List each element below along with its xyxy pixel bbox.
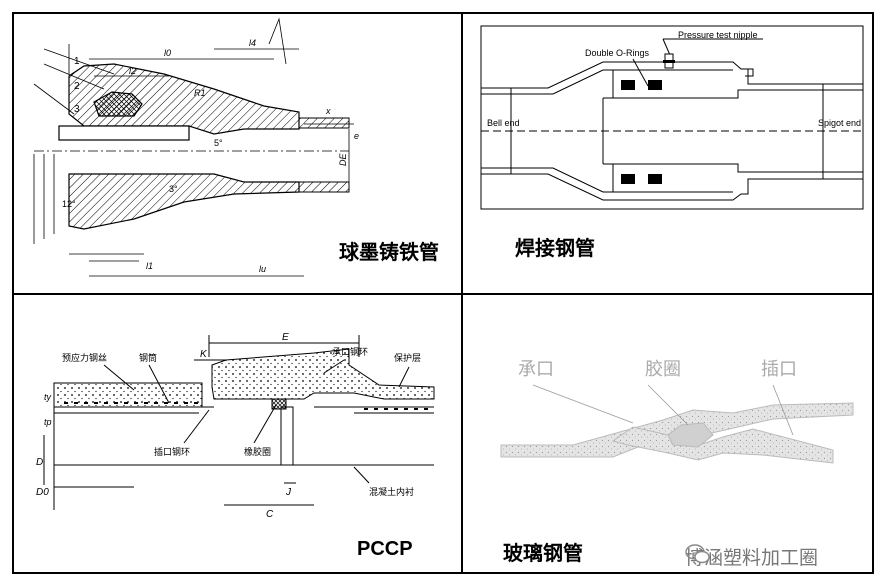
label-e: e <box>354 131 359 141</box>
welded-steel-drawing: Pressure test nipple Double O-Rings Bell… <box>480 25 864 210</box>
spigot-pipe-wall <box>611 426 834 464</box>
label-l1: l1 <box>146 261 153 271</box>
spigot-wall <box>58 125 190 141</box>
label-rubber-ring-fg: 胶圈 <box>645 359 681 379</box>
label-dim-ty: ty <box>44 392 52 402</box>
rubber-ring <box>271 398 287 410</box>
label-R1: R1 <box>194 88 206 98</box>
label-DE: DE <box>338 153 348 166</box>
label-spigot-ring: 插口钢环 <box>154 446 190 457</box>
label-lu: lu <box>259 264 266 274</box>
pccp-drawing: 预应力钢丝 钢筒 承口钢环 保护层 插口钢环 橡胶圈 混凝土内衬 E K C J… <box>36 332 435 520</box>
label-dim-D: D <box>36 457 43 468</box>
panel-welded-steel: Pressure test nipple Double O-Rings Bell… <box>463 14 874 293</box>
label-rubber-ring: 橡胶圈 <box>244 446 271 457</box>
o-ring-bottom-2 <box>648 174 662 184</box>
o-ring-top-1 <box>621 80 635 90</box>
bell-lower-section <box>68 173 300 230</box>
label-l2: l2 <box>129 66 136 76</box>
watermark: 博涵塑料加工圈 <box>685 543 818 570</box>
fiberglass-drawing: 承口 胶圈 插口 <box>500 359 854 464</box>
o-ring-bottom-1 <box>621 174 635 184</box>
label-l0: l0 <box>164 48 171 58</box>
label-dim-K: K <box>200 349 208 360</box>
caption-welded-steel: 焊接钢管 <box>515 236 595 260</box>
rubber-ring-shape <box>667 422 714 448</box>
label-dim-C: C <box>266 509 274 520</box>
label-spigot: 插口 <box>761 359 797 379</box>
panel-ductile-iron: 1 2 3 l0 l2 l4 R1 5° 3° 12° DE l1 lu x e… <box>14 14 461 293</box>
label-dim-tp: tp <box>44 417 52 427</box>
label-bell-ring: 承口钢环 <box>332 346 368 357</box>
label-a5: 5° <box>214 138 223 148</box>
label-socket: 承口 <box>518 359 554 379</box>
label-l4: l4 <box>249 38 256 48</box>
label-a3: 3° <box>169 184 178 194</box>
label-concrete-lining: 混凝土内衬 <box>369 486 414 497</box>
label-protect-layer: 保护层 <box>394 352 421 363</box>
grid-divider-horizontal <box>14 293 872 295</box>
caption-ductile-iron: 球墨铸铁管 <box>339 240 439 264</box>
label-dim-J: J <box>285 487 292 498</box>
label-bell-end: Bell end <box>487 118 520 128</box>
figure-grid: 1 2 3 l0 l2 l4 R1 5° 3° 12° DE l1 lu x e… <box>12 12 874 574</box>
panel-fiberglass: 承口 胶圈 插口 玻璃钢管 博涵塑料加工圈 <box>463 295 874 574</box>
label-n2: 2 <box>74 81 80 92</box>
rubber-gasket <box>93 91 143 117</box>
label-pressure-nipple: Pressure test nipple <box>678 30 758 40</box>
label-spigot-end: Spigot end <box>818 118 861 128</box>
label-a12: 12° <box>62 199 76 209</box>
watermark-text: 博涵塑料加工圈 <box>685 547 819 569</box>
label-n3: 3 <box>74 104 80 115</box>
ductile-iron-drawing: 1 2 3 l0 l2 l4 R1 5° 3° 12° DE l1 lu x e <box>33 17 359 277</box>
label-x: x <box>325 106 331 116</box>
o-ring-top-2 <box>648 80 662 90</box>
panel-pccp: 预应力钢丝 钢筒 承口钢环 保护层 插口钢环 橡胶圈 混凝土内衬 E K C J… <box>14 295 461 574</box>
caption-fiberglass: 玻璃钢管 <box>503 541 583 565</box>
label-dim-E: E <box>282 332 289 343</box>
label-prestress-wire: 预应力钢丝 <box>62 352 107 363</box>
label-n1: 1 <box>74 56 80 67</box>
wechat-icon <box>685 544 710 564</box>
label-orings: Double O-Rings <box>585 48 650 58</box>
label-dim-D0: D0 <box>36 487 49 498</box>
caption-pccp: PCCP <box>357 538 413 560</box>
label-steel-cylinder: 钢筒 <box>139 352 157 363</box>
